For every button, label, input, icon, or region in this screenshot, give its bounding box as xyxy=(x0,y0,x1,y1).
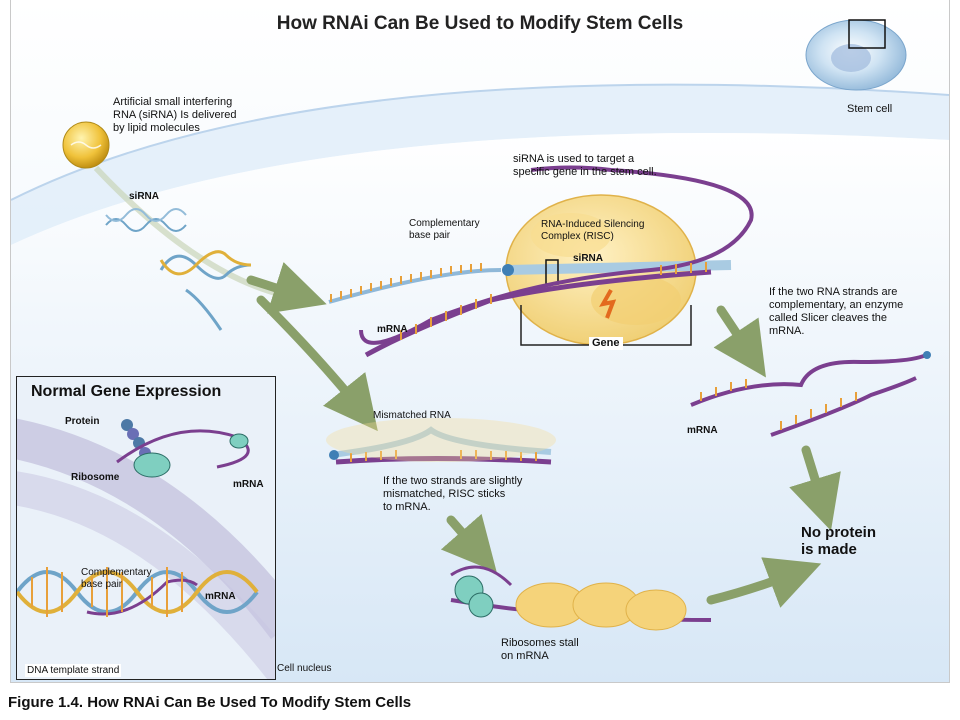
label-artificial-sirna: Artificial small interfering RNA (siRNA)… xyxy=(113,96,237,134)
inset-mrna-loop xyxy=(116,429,250,469)
inset-label-dna-template: DNA template strand xyxy=(25,664,122,677)
mrna-cleaved xyxy=(690,353,927,407)
label-complementary-top: Complementary base pair xyxy=(409,218,480,241)
label-sirna-risc: siRNA xyxy=(573,253,604,264)
sirna-bases-top xyxy=(330,263,482,302)
label-mismatched: Mismatched RNA xyxy=(373,410,451,421)
label-mrna-right: mRNA xyxy=(687,425,718,436)
inset-label-mrna-top: mRNA xyxy=(233,479,264,490)
inset-label-complementary: Complementary base pair xyxy=(81,567,152,590)
normal-gene-expression-inset: Normal Gene Expression Protein Ribosome … xyxy=(16,376,276,680)
dna-helix-left xyxy=(159,250,252,331)
label-risc: RNA-Induced Silencing Complex (RISC) xyxy=(541,219,645,242)
label-cell-nucleus: Cell nucleus xyxy=(277,663,332,674)
stem-cell-illustration xyxy=(805,19,907,91)
label-stem-cell: Stem cell xyxy=(847,103,893,115)
label-sirna-target: siRNA is used to target a specific gene … xyxy=(513,153,657,178)
inset-label-mrna-bottom: mRNA xyxy=(205,591,236,602)
label-slicer: If the two RNA strands are complementary… xyxy=(769,286,904,337)
label-no-protein: No protein is made xyxy=(801,524,876,558)
risc-complex xyxy=(502,194,732,346)
rnai-diagram: How RNAi Can Be Used to Modify Stem Cell… xyxy=(10,0,950,683)
label-sirna-left: siRNA xyxy=(129,191,160,202)
label-mismatched-desc: If the two strands are slightly mismatch… xyxy=(383,475,523,513)
label-ribosomes-stall: Ribosomes stall on mRNA xyxy=(501,637,579,662)
inset-protein-chain xyxy=(121,419,151,459)
inset-artwork xyxy=(17,418,275,679)
mismatched-rna xyxy=(326,418,556,465)
label-mrna-center: mRNA xyxy=(377,324,408,335)
sirna-helix-left xyxy=(105,208,187,232)
page-title: How RNAi Can Be Used to Modify Stem Cell… xyxy=(276,13,684,34)
lipid-sirna-ball xyxy=(62,121,110,169)
stalled-ribosomes xyxy=(450,565,712,631)
inset-label-protein: Protein xyxy=(65,416,100,427)
inset-label-ribosome: Ribosome xyxy=(71,472,120,483)
label-gene: Gene xyxy=(589,337,623,350)
cell-membrane-outer xyxy=(11,84,949,245)
figure-caption: Figure 1.4. How RNAi Can Be Used To Modi… xyxy=(8,694,412,711)
inset-title: Normal Gene Expression xyxy=(31,383,222,400)
